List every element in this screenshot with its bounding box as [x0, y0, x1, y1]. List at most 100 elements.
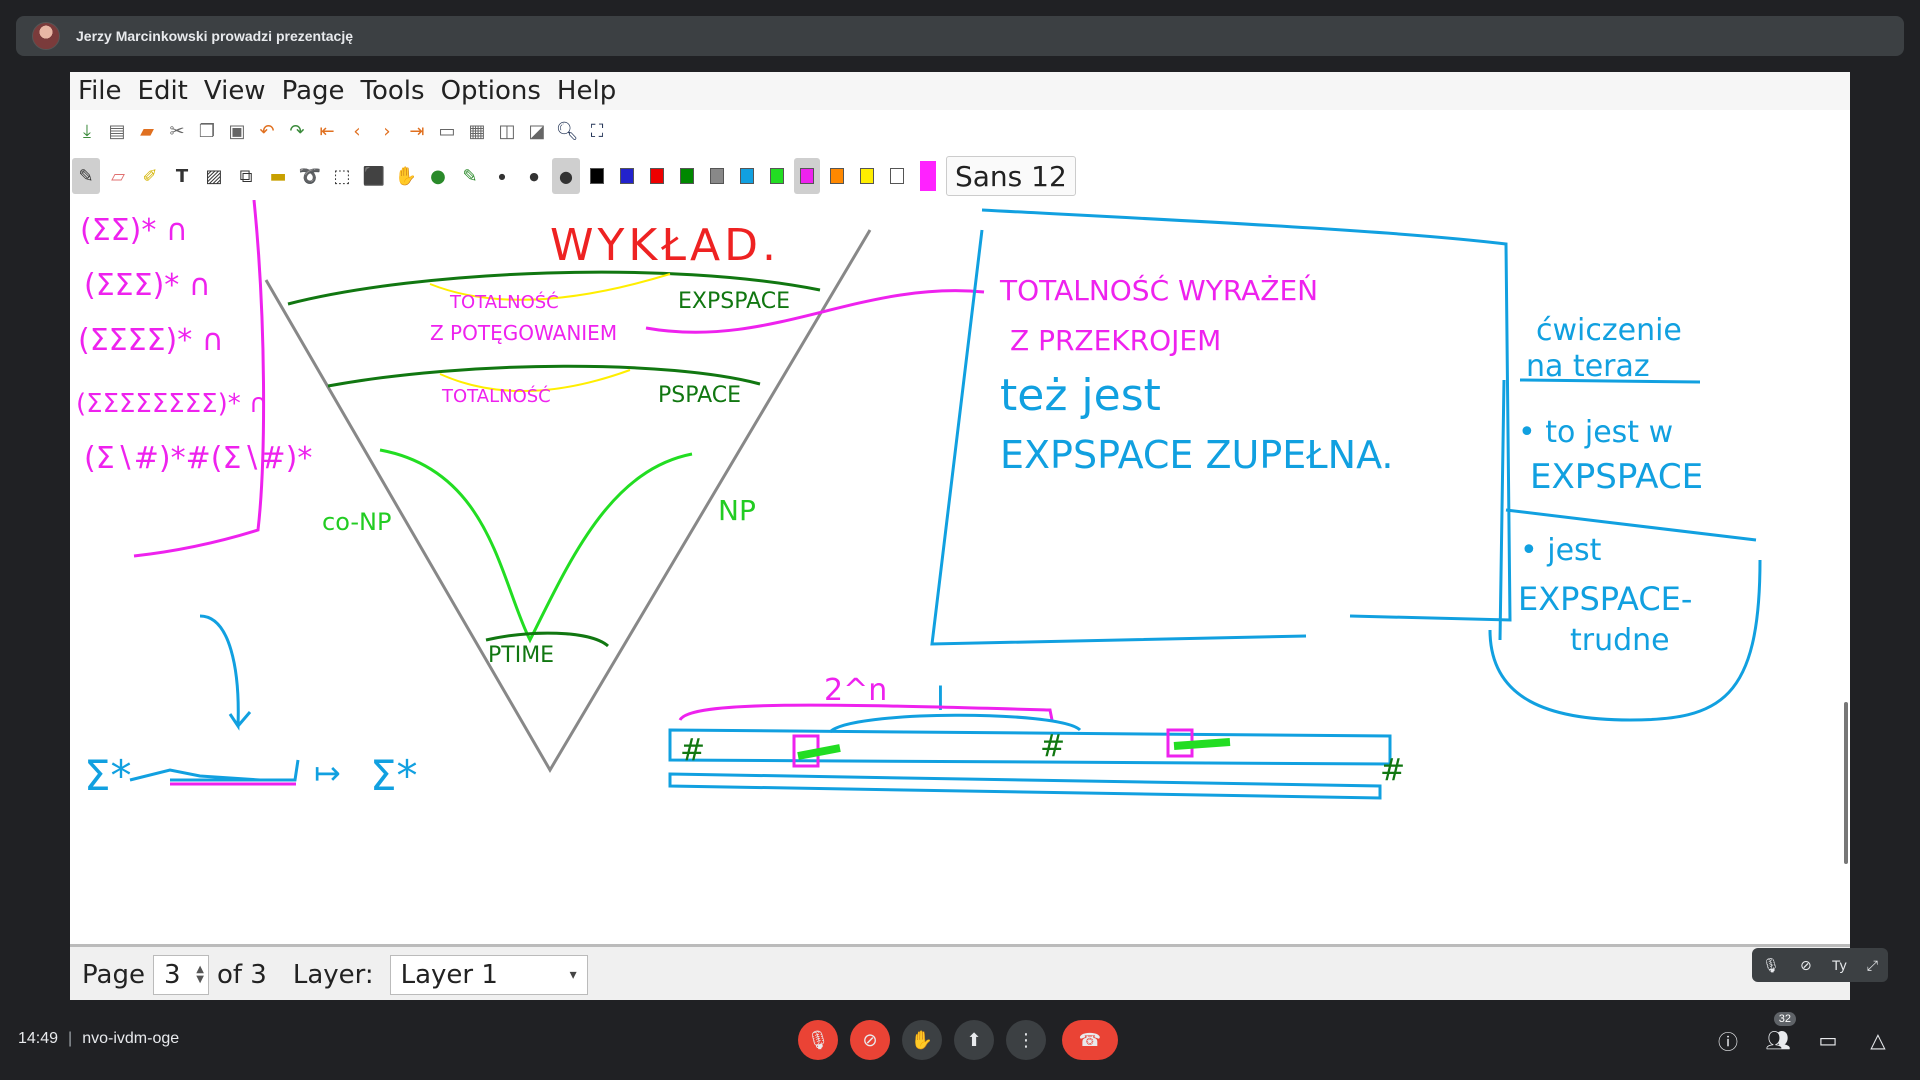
mic-off-icon: 🎙︎: [1762, 956, 1780, 973]
shape-recognizer-icon[interactable]: ✎: [462, 165, 478, 187]
ruler-tool-icon[interactable]: ▬: [269, 165, 287, 187]
prev-page-icon[interactable]: ‹: [353, 120, 361, 142]
meeting-details-button[interactable]: ⓘ: [1708, 1020, 1748, 1060]
first-page-icon[interactable]: ⇤: [319, 120, 335, 142]
tape-top-label: 2^n: [824, 673, 887, 708]
search-icon[interactable]: 🔍︎: [555, 120, 579, 142]
menu-options[interactable]: Options: [440, 76, 541, 106]
hand-icon: ✋: [910, 1029, 934, 1050]
select-rect-icon[interactable]: ⬚: [333, 165, 351, 187]
expspace-sub-label: Z POTĘGOWANIEM: [430, 321, 617, 345]
page-label: Page: [82, 960, 145, 990]
vertical-space-icon[interactable]: ⬛: [362, 165, 386, 187]
whiteboard-canvas[interactable]: (ΣΣ)* ∩ (ΣΣΣ)* ∩ (ΣΣΣΣ)* ∩ (ΣΣΣΣΣΣΣΣ)* ∩…: [70, 199, 1850, 944]
next-page-icon[interactable]: ›: [383, 120, 391, 142]
color-swatch: [740, 168, 754, 184]
color-red[interactable]: [644, 158, 670, 194]
open-icon[interactable]: ▰: [140, 120, 154, 142]
color-white[interactable]: [884, 158, 910, 194]
ptime-label: PTIME: [488, 643, 554, 668]
result-box: [930, 208, 1512, 646]
right-divider: [1498, 379, 1757, 641]
more-vert-icon: ⋮: [1017, 1029, 1035, 1050]
color-light-green[interactable]: [764, 158, 790, 194]
new-page-icon[interactable]: ▤: [108, 120, 126, 142]
font-button[interactable]: Sans 12: [946, 156, 1076, 196]
hand-tool-icon[interactable]: ✋: [394, 165, 418, 187]
zoom-reset-icon[interactable]: ◫: [498, 120, 516, 142]
leave-call-button[interactable]: ☎: [1062, 1020, 1118, 1060]
meeting-code: nvo-ivdm-oge: [82, 1030, 180, 1047]
ptime-boundary: [485, 631, 609, 648]
formula-4: (ΣΣΣΣΣΣΣΣ)* ∩: [76, 389, 268, 419]
fullscreen-icon[interactable]: ⛶: [590, 120, 604, 142]
tape-marks: [797, 738, 1231, 760]
copy-icon[interactable]: ❐: [198, 120, 216, 142]
default-pen-icon[interactable]: ●: [430, 165, 446, 187]
menu-file[interactable]: File: [78, 76, 122, 106]
tape-cells: [668, 772, 1382, 800]
menu-tools[interactable]: Tools: [360, 76, 425, 106]
color-magenta[interactable]: [794, 158, 820, 194]
color-swatch: [860, 168, 874, 184]
call-controls: 🎙︎ ⊘ ✋ ⬆ ⋮ ☎: [798, 1020, 1118, 1060]
paste-icon[interactable]: ▣: [228, 120, 246, 142]
zoom-fit-icon[interactable]: ▦: [468, 120, 486, 142]
more-options-button[interactable]: ⋮: [1006, 1020, 1046, 1060]
raise-hand-button[interactable]: ✋: [902, 1020, 942, 1060]
menu-page[interactable]: Page: [281, 76, 345, 106]
layer-dropdown[interactable]: Layer 1 ▾: [389, 955, 588, 995]
pspace-label: PSPACE: [658, 383, 741, 408]
vertical-scrollbar[interactable]: [1844, 702, 1848, 864]
last-page-icon[interactable]: ⇥: [409, 120, 425, 142]
self-view-tile[interactable]: 🎙︎ ⊘ Ty ⤢: [1752, 948, 1888, 982]
color-black[interactable]: [584, 158, 610, 194]
present-button[interactable]: ⬆: [954, 1020, 994, 1060]
camera-toggle-button[interactable]: ⊘: [850, 1020, 890, 1060]
lasso-tool-icon[interactable]: ➰: [298, 165, 322, 187]
redo-icon[interactable]: ↷: [289, 120, 305, 142]
menu-view[interactable]: View: [203, 76, 266, 106]
mic-toggle-button[interactable]: 🎙︎: [798, 1020, 838, 1060]
page-spinner-icon[interactable]: ▲▼: [196, 964, 204, 985]
people-icon: 👥︎: [1765, 1029, 1791, 1052]
current-color-button[interactable]: [920, 161, 936, 191]
formula-5: (Σ∖#)*#(Σ∖#)*: [84, 441, 312, 476]
note-3: • to jest w: [1518, 415, 1673, 450]
chat-button[interactable]: ▭: [1808, 1020, 1848, 1060]
pen-tool-icon[interactable]: ✎: [72, 158, 100, 194]
people-button[interactable]: 👥︎32: [1758, 1012, 1798, 1060]
image-tool-icon[interactable]: ▨: [205, 165, 223, 187]
page-number-input[interactable]: 3 ▲▼: [152, 955, 209, 995]
color-blue[interactable]: [614, 158, 640, 194]
text-tool-icon[interactable]: T: [175, 165, 189, 187]
color-gray[interactable]: [704, 158, 730, 194]
presenter-banner: Jerzy Marcinkowski prowadzi prezentację: [16, 16, 1904, 56]
cut-icon[interactable]: ✂: [169, 120, 185, 142]
save-icon[interactable]: ⤓: [83, 120, 91, 142]
expspace-label: EXPSPACE: [678, 289, 790, 314]
color-green[interactable]: [674, 158, 700, 194]
thin-pen-icon[interactable]: ●: [498, 171, 506, 181]
thick-pen-icon[interactable]: ●: [552, 158, 580, 194]
activities-button[interactable]: △: [1858, 1020, 1898, 1060]
pspace-band-label: TOTALNOŚĆ: [441, 385, 551, 407]
color-swatch: [590, 168, 604, 184]
note-6: EXPSPACE-: [1518, 580, 1692, 618]
menu-help[interactable]: Help: [556, 76, 617, 106]
connector-line: [645, 289, 985, 334]
arrow-sign: ↦: [314, 754, 341, 792]
zoom-in-icon[interactable]: ◪: [528, 120, 546, 142]
zoom-out-icon[interactable]: ▭: [438, 120, 456, 142]
highlighter-tool-icon[interactable]: ✐: [142, 165, 158, 187]
medium-pen-icon[interactable]: ●: [529, 169, 539, 183]
color-yellow[interactable]: [854, 158, 880, 194]
expand-icon[interactable]: ⤢: [1866, 956, 1878, 973]
layer-label: Layer:: [292, 960, 374, 990]
shape-tool-icon[interactable]: ⧉: [239, 165, 253, 187]
color-orange[interactable]: [824, 158, 850, 194]
color-light-blue[interactable]: [734, 158, 760, 194]
undo-icon[interactable]: ↶: [259, 120, 275, 142]
eraser-tool-icon[interactable]: ▱: [111, 165, 125, 187]
menu-edit[interactable]: Edit: [137, 76, 188, 106]
